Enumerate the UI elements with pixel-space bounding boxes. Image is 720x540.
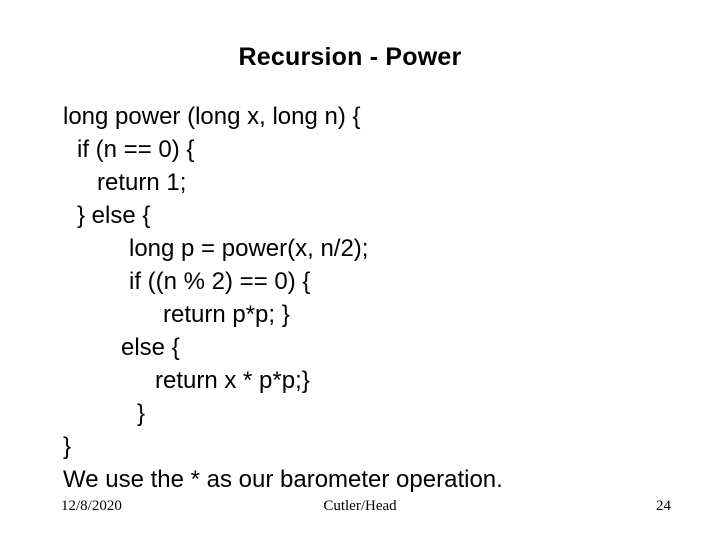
code-line: return x * p*p;} [155, 367, 310, 394]
text-line: We use the * as our barometer operation. [63, 466, 503, 493]
code-line: if ((n % 2) == 0) { [129, 268, 311, 295]
code-block: long power (long x, long n) { if (n == 0)… [63, 100, 703, 496]
slide-footer: 12/8/2020 Cutler/Head 24 [0, 498, 720, 518]
code-line: } [63, 433, 72, 460]
footer-author: Cutler/Head [323, 498, 397, 514]
code-line: return p*p; } [163, 301, 290, 328]
code-line: long power (long x, long n) { [63, 103, 361, 130]
code-line: } else { [77, 202, 151, 229]
code-line: if (n == 0) { [77, 136, 195, 163]
code-line: return 1; [97, 169, 187, 196]
code-line: } [137, 400, 146, 427]
footer-date: 12/8/2020 [61, 498, 122, 514]
footer-page-number: 24 [656, 498, 671, 514]
code-line: else { [121, 334, 180, 361]
slide-title: Recursion - Power [238, 43, 462, 71]
code-line: long p = power(x, n/2); [129, 235, 369, 262]
